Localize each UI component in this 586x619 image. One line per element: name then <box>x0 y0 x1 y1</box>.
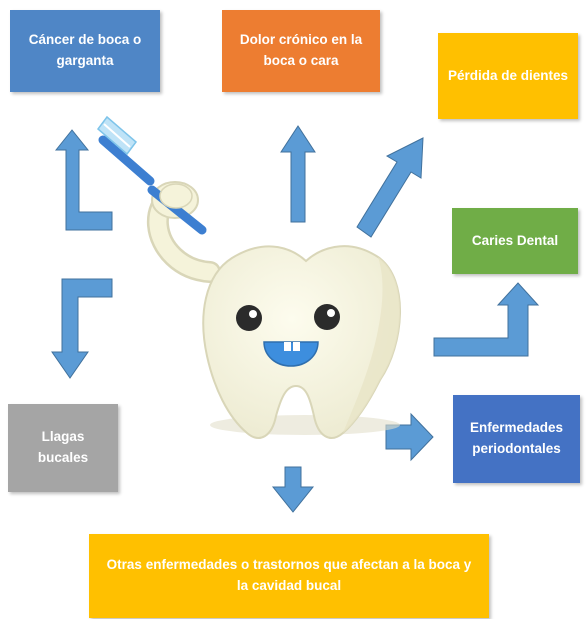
diagonal-arrow-perdida-icon <box>357 138 423 237</box>
right-arrow-periodontales-icon <box>386 414 433 460</box>
smiling-tooth-icon <box>98 117 400 438</box>
up-arrow-dolor-icon <box>281 126 315 222</box>
elbow-arrow-caries-icon <box>434 283 538 356</box>
down-arrow-otras-icon <box>273 467 313 512</box>
elbow-arrow-llagas-icon <box>52 279 112 378</box>
